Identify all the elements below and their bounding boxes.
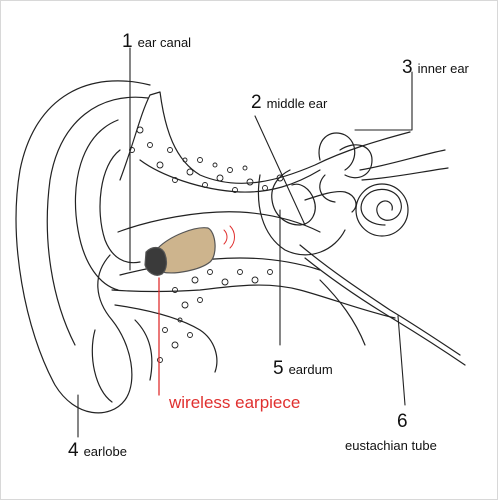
helix-inner-fold [46,96,149,346]
label-eustachian-text: eustachian tube [345,438,437,453]
label-earlobe-number: 4 [68,440,79,461]
label-middle-ear-number: 2 [251,92,262,113]
bone-upper-2 [139,159,321,193]
antihelix [74,119,119,291]
earlobe-fold [91,329,113,403]
label-ear-canal-number: 1 [122,31,133,52]
earpiece-body [157,227,216,274]
eustachian-tube-2 [304,257,466,366]
middle-ear-cavity [257,174,346,256]
leader-inner-ear [354,71,413,131]
earpiece-tip [144,246,168,276]
bone-upper [119,91,411,184]
concha [99,149,141,264]
signal-waves [223,225,235,249]
label-ear-canal-text: ear canal [137,35,192,50]
label-eardrum-text: eardum [288,362,333,377]
cochlea-outer [355,183,409,237]
label-eardrum-number: 5 [273,358,284,379]
label-eustachian-number: 6 [397,411,408,432]
canal-upper-wall [117,211,321,233]
wireless-earpiece [144,225,235,276]
label-inner-ear-text: inner ear [417,61,469,76]
bone-texture [129,126,284,363]
label-eardrum: 5 eardum [273,359,333,378]
label-middle-ear-text: middle ear [266,96,328,111]
label-middle-ear: 2 middle ear [251,93,327,112]
outer-ear-outline [15,80,151,414]
label-ear-canal: 1 ear canal [122,32,191,51]
label-eustachian-number-wrap: 6 [397,412,413,431]
bone-lower [111,284,396,319]
label-eustachian-tube: eustachian tube [345,438,437,454]
bone-lower-3 [134,319,153,381]
bone-lower-2 [114,304,218,373]
semicircular-canals [318,132,373,203]
cochlea [360,188,402,226]
eustachian-tube-3 [319,279,366,346]
leader-middle-ear [254,115,306,226]
vestibular-nerve [359,149,449,181]
label-inner-ear-number: 3 [402,57,413,78]
label-earlobe-text: earlobe [83,444,127,459]
leader-eustachian [397,315,406,406]
ossicles [271,169,357,226]
label-wireless-earpiece: wireless earpiece [169,393,301,412]
leader-lines [77,47,413,438]
label-earlobe: 4 earlobe [68,441,127,460]
label-inner-ear: 3 inner ear [402,58,469,77]
eustachian-tube [299,244,461,356]
